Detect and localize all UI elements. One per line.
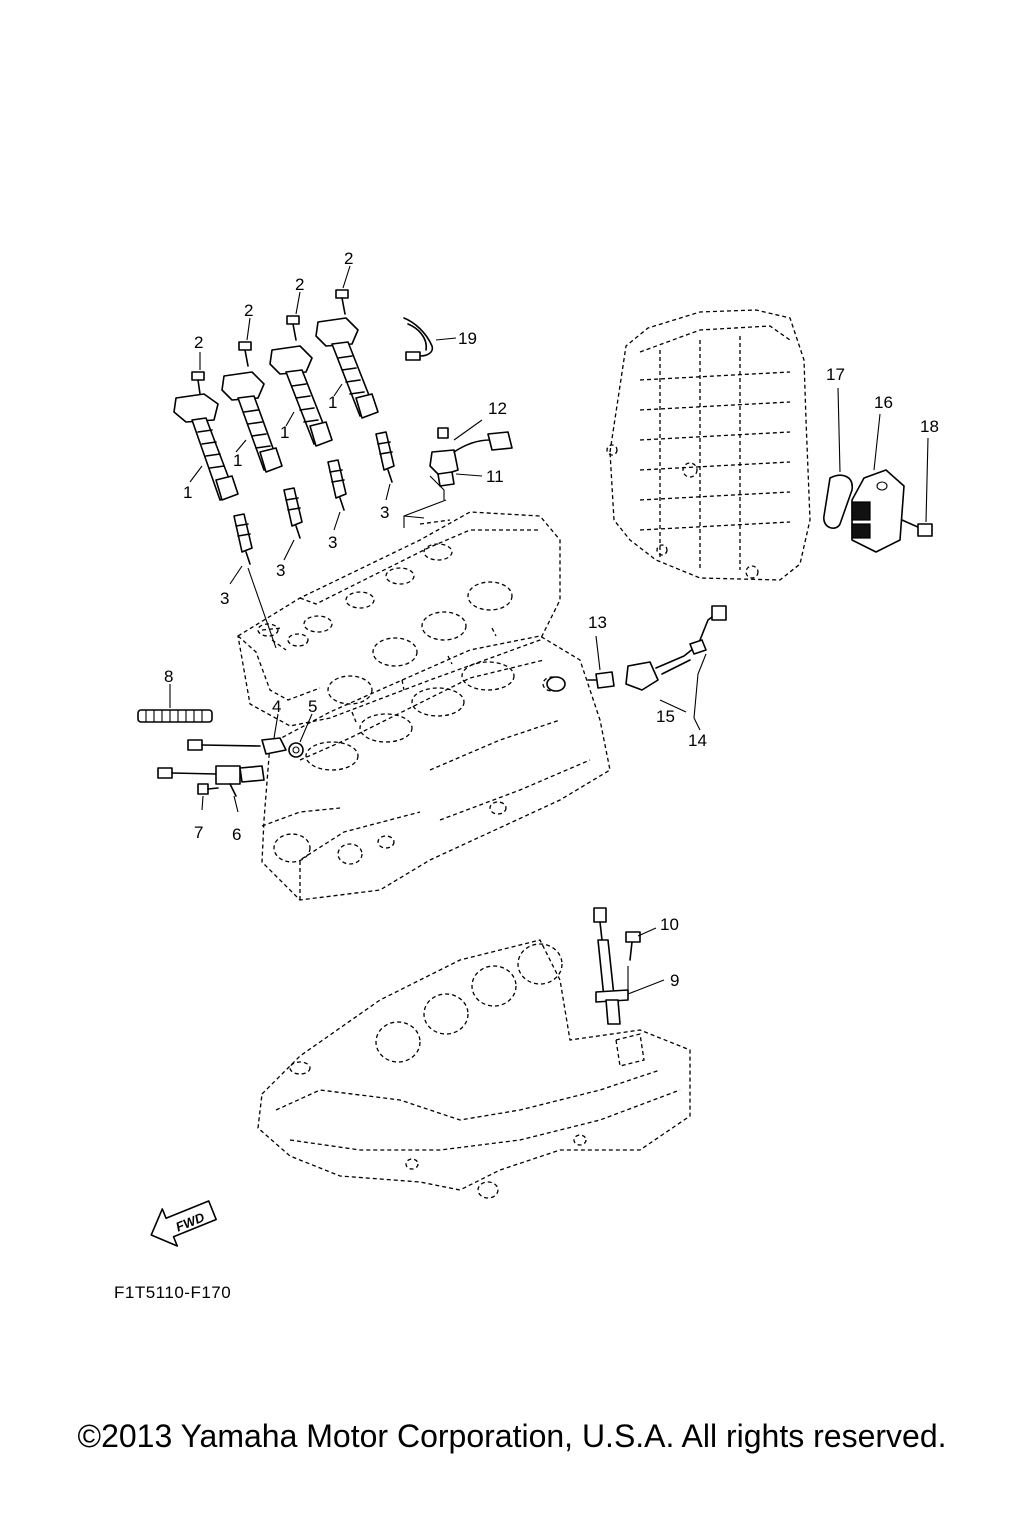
pressure-sensor-16[interactable] (851, 469, 905, 553)
callout-7: 7 (194, 823, 203, 842)
callout-10: 10 (660, 915, 679, 934)
sensor-6[interactable] (157, 765, 265, 797)
spark-plug-group[interactable] (233, 431, 395, 565)
callout-13: 13 (588, 613, 607, 632)
spark-plug (375, 431, 395, 483)
temperature-sensor-13[interactable] (587, 671, 615, 689)
callout-16: 16 (874, 393, 893, 412)
callout-1: 1 (280, 423, 289, 442)
spark-plug (283, 487, 303, 539)
cylinder-head (237, 511, 561, 727)
callout-2: 2 (344, 249, 353, 268)
bolt-7[interactable] (197, 783, 219, 795)
callout-3: 3 (328, 533, 337, 552)
callout-2: 2 (194, 333, 203, 352)
callout-15: 15 (656, 707, 675, 726)
callout-3: 3 (220, 589, 229, 608)
sensor-assembly-14[interactable] (625, 605, 727, 691)
coil-bolt (238, 341, 252, 367)
ignition-coil-group[interactable] (173, 317, 379, 501)
spark-plug (327, 459, 347, 511)
callout-12: 12 (488, 399, 507, 418)
spark-plug (233, 513, 253, 565)
callout-9: 9 (670, 971, 679, 990)
callout-18: 18 (920, 417, 939, 436)
ignition-coil-1 (173, 393, 239, 501)
coil-bolt (191, 371, 205, 395)
harness-clip-19[interactable] (403, 317, 434, 361)
forward-arrow-icon: FWD (150, 1200, 217, 1247)
bolt-18[interactable] (901, 519, 933, 537)
ignition-coil-2 (221, 371, 283, 473)
drawing-code: F1T5110-F170 (114, 1283, 232, 1302)
callout-1: 1 (328, 393, 337, 412)
callout-5: 5 (308, 697, 317, 716)
ignition-coil-4 (315, 317, 379, 419)
callout-2: 2 (295, 275, 304, 294)
callout-19: 19 (458, 329, 477, 348)
bolt-10[interactable] (625, 931, 641, 961)
callout-2: 2 (244, 301, 253, 320)
cylinder-block (261, 635, 611, 901)
callout-11: 11 (486, 467, 504, 486)
copyright-notice: ©2013 Yamaha Motor Corporation, U.S.A. A… (77, 1418, 947, 1454)
callout-1: 1 (183, 483, 192, 502)
ignition-coil-3 (269, 345, 333, 447)
callout-6: 6 (232, 825, 241, 844)
washer-5[interactable] (288, 742, 304, 758)
hose-8[interactable] (137, 709, 213, 723)
callout-1: 1 (233, 451, 242, 470)
exhaust-manifold (257, 939, 691, 1199)
callout-4: 4 (272, 697, 281, 716)
cam-position-sensor[interactable] (429, 427, 513, 487)
callout-3: 3 (276, 561, 285, 580)
callout-14: 14 (688, 731, 707, 750)
coil-bolt (335, 289, 349, 315)
electrical-box-housing (606, 309, 811, 581)
callout-17: 17 (826, 365, 845, 384)
leader-lines (169, 265, 929, 995)
coil-bolt (286, 315, 300, 341)
callout-3: 3 (380, 503, 389, 522)
exhaust-temp-sensor-9[interactable] (593, 907, 629, 1025)
callout-labels: 1 1 1 1 2 2 2 2 3 3 3 3 4 5 6 7 8 9 10 1… (164, 249, 939, 990)
o-ring-17[interactable] (823, 474, 853, 529)
gasket-washer[interactable] (546, 676, 566, 692)
coil-bolt-group[interactable] (191, 289, 349, 395)
sensor-4[interactable] (187, 737, 287, 755)
callout-8: 8 (164, 667, 173, 686)
